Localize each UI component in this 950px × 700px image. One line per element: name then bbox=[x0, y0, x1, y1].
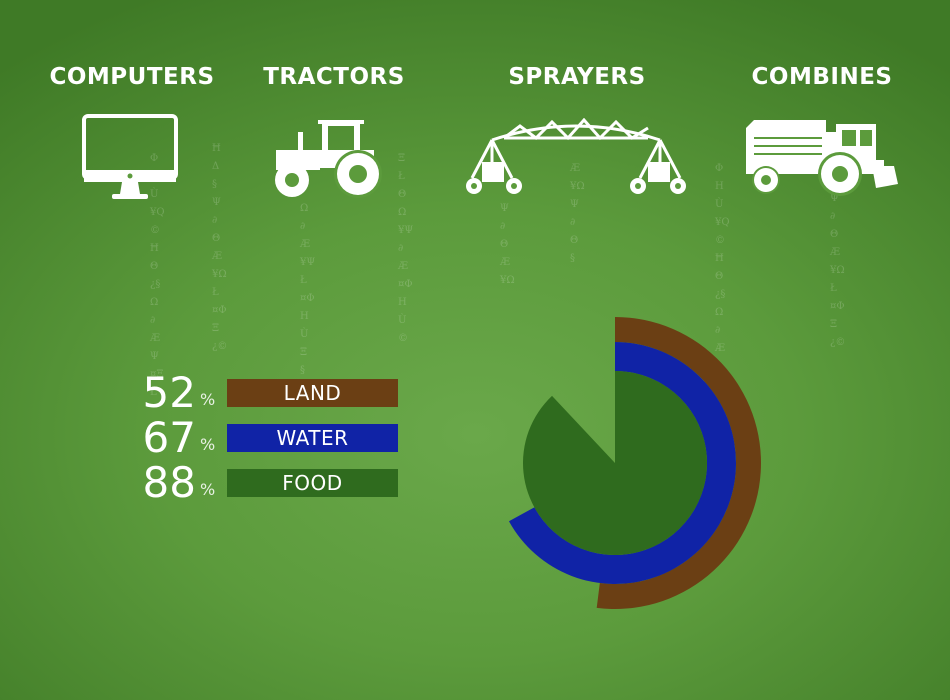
header-computers: COMPUTERS bbox=[49, 64, 215, 90]
land-unit: % bbox=[200, 390, 216, 409]
water-unit: % bbox=[200, 435, 216, 454]
land-label: LAND bbox=[227, 379, 398, 407]
arc-land bbox=[596, 317, 761, 609]
header-sprayers: SPRAYERS bbox=[508, 64, 646, 90]
food-value: 88 bbox=[142, 458, 196, 507]
header-tractors: TRACTORS bbox=[263, 64, 405, 90]
header-combines: COMBINES bbox=[751, 64, 893, 90]
food-unit: % bbox=[200, 480, 216, 499]
combine-harvester-icon bbox=[746, 120, 898, 196]
water-label: WATER bbox=[227, 424, 398, 452]
computer-monitor-icon bbox=[82, 114, 178, 199]
land-value: 52 bbox=[142, 368, 196, 417]
food-label: FOOD bbox=[227, 469, 398, 497]
tractor-icon bbox=[275, 120, 382, 198]
irrigation-sprayer-icon bbox=[466, 118, 686, 194]
water-value: 67 bbox=[142, 413, 196, 462]
arc-food bbox=[522, 371, 707, 555]
